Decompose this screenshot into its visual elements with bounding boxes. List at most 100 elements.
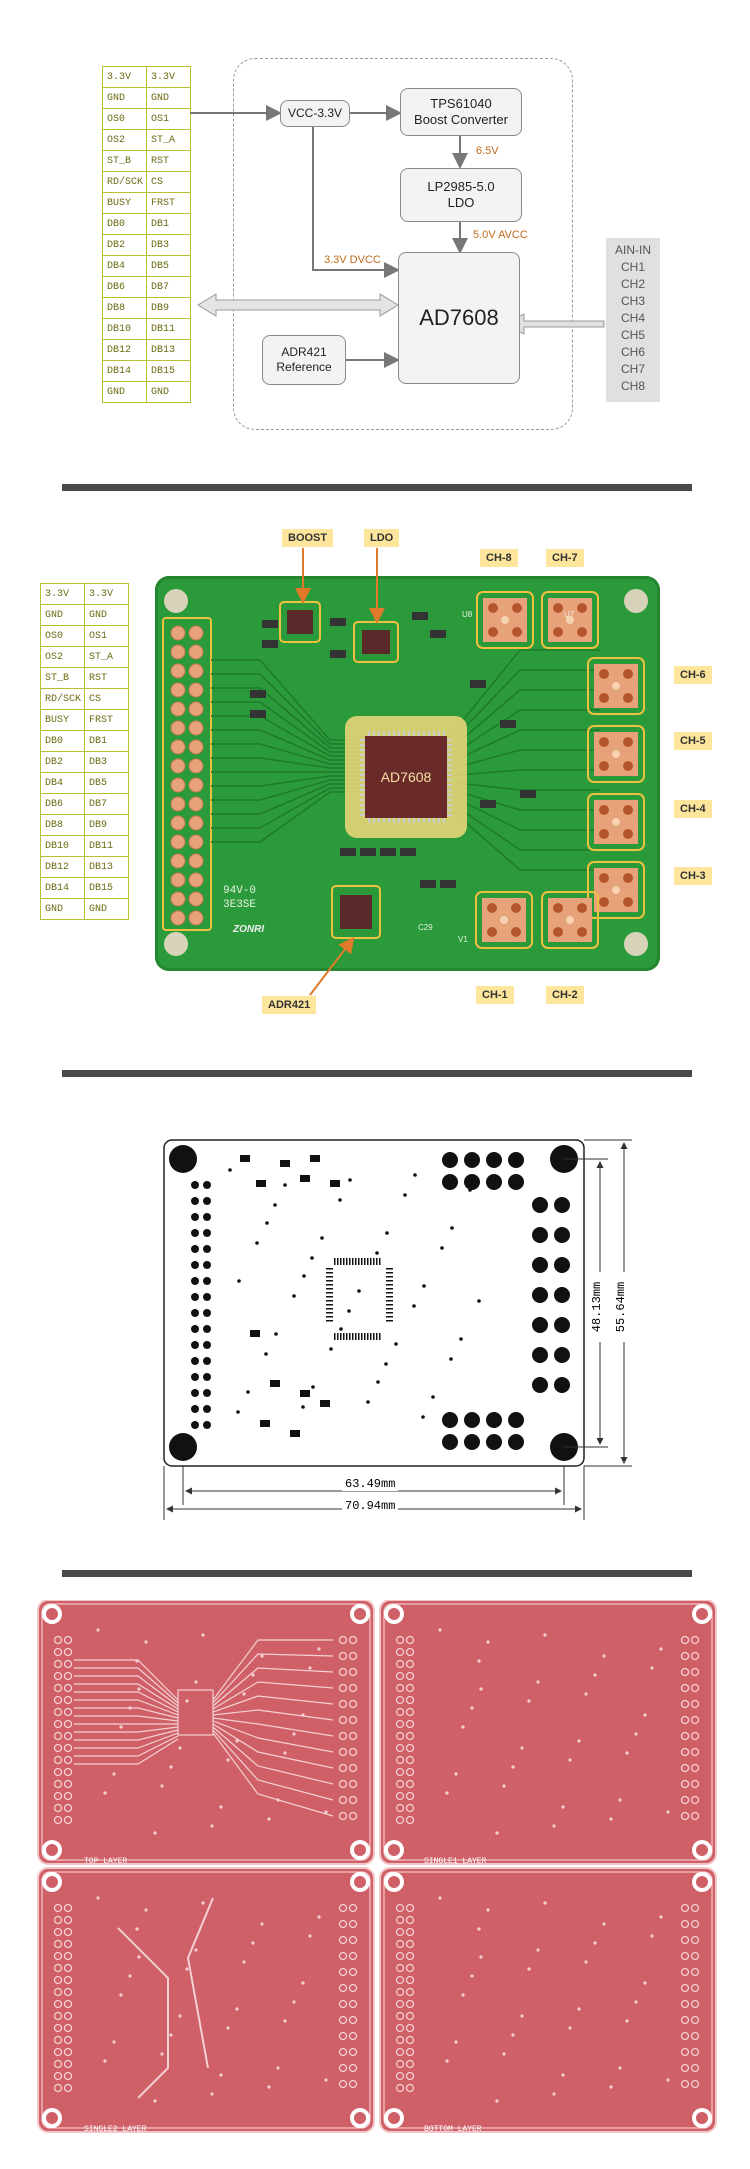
layer-pad bbox=[395, 1803, 405, 1813]
mech-pad bbox=[326, 1272, 333, 1274]
layer-label-bottom: BOTTOM LAYER bbox=[424, 2125, 482, 2134]
sma-center bbox=[501, 616, 509, 624]
layer-pad bbox=[63, 1671, 73, 1681]
mech-pad bbox=[376, 1258, 378, 1265]
layer-via bbox=[543, 1901, 547, 1905]
layer-via bbox=[103, 1791, 107, 1795]
layer-via bbox=[242, 1960, 246, 1964]
chip-pin bbox=[447, 799, 452, 801]
mech-pad bbox=[386, 1276, 393, 1278]
layer-via bbox=[666, 2078, 670, 2082]
layer-pad bbox=[690, 1635, 700, 1645]
sma-pin bbox=[511, 927, 521, 937]
sma-pin bbox=[599, 829, 609, 839]
mech-via bbox=[347, 1309, 351, 1313]
trace bbox=[211, 659, 365, 741]
header-pin bbox=[170, 815, 186, 831]
mech-sma bbox=[486, 1174, 502, 1190]
layer-via bbox=[251, 1941, 255, 1945]
mech-sma bbox=[464, 1152, 480, 1168]
label-adr421: ADR421 bbox=[262, 996, 317, 1014]
layer-pad bbox=[348, 2015, 358, 2025]
layer-hole-inner bbox=[354, 2112, 366, 2124]
layer-pad bbox=[690, 1683, 700, 1693]
chip-pin bbox=[360, 799, 365, 801]
label-ch6: CH-6 bbox=[674, 666, 712, 684]
layer-pad bbox=[53, 1915, 63, 1925]
layer-pad bbox=[53, 1659, 63, 1669]
mech-pad bbox=[326, 1320, 333, 1322]
sma-highlight bbox=[475, 891, 533, 949]
layer-label-top: TOP LAYER bbox=[84, 1857, 128, 1866]
mech-pad bbox=[326, 1288, 333, 1290]
chip-pin bbox=[447, 779, 452, 781]
layer-via bbox=[301, 1713, 305, 1717]
layer-via bbox=[527, 1967, 531, 1971]
mech-pad bbox=[280, 1160, 290, 1167]
mech-via bbox=[191, 1309, 199, 1317]
mech-via bbox=[449, 1357, 453, 1361]
layer-via bbox=[552, 2092, 556, 2096]
ad7608-label: AD7608 bbox=[419, 305, 499, 331]
layer-pad bbox=[63, 1695, 73, 1705]
layer-pad bbox=[53, 1903, 63, 1913]
layer-pad bbox=[395, 1975, 405, 1985]
chip-pin bbox=[360, 784, 365, 786]
mech-sma bbox=[554, 1377, 570, 1393]
sma-pin bbox=[553, 603, 563, 613]
layer-pad bbox=[53, 1635, 63, 1645]
trace bbox=[446, 799, 600, 851]
silk-u8: U8 bbox=[462, 610, 473, 619]
layer-pad bbox=[348, 1651, 358, 1661]
chip-pin bbox=[388, 818, 390, 823]
layer-pad bbox=[338, 1715, 348, 1725]
layer-edge bbox=[383, 1871, 713, 2129]
header-pin bbox=[170, 796, 186, 812]
layer-pad bbox=[690, 2063, 700, 2073]
layer-via bbox=[593, 1673, 597, 1677]
layer-via bbox=[242, 1692, 246, 1696]
layer-pad bbox=[395, 1963, 405, 1973]
layer-edge bbox=[41, 1603, 371, 1861]
layer-pad bbox=[348, 1667, 358, 1677]
layer-pad bbox=[53, 1707, 63, 1717]
layer-via bbox=[445, 2059, 449, 2063]
layer-via bbox=[634, 1732, 638, 1736]
header-pin bbox=[170, 910, 186, 926]
layer-pad bbox=[338, 1667, 348, 1677]
mech-via bbox=[310, 1256, 314, 1260]
layer-pad bbox=[690, 1919, 700, 1929]
dim-inner-width: 63.49mm bbox=[342, 1477, 399, 1491]
chip-pin bbox=[360, 789, 365, 791]
header-pin bbox=[188, 644, 204, 660]
ain-channel: CH2 bbox=[620, 277, 645, 291]
dim-outer-height: 55.64mm bbox=[614, 1272, 628, 1342]
sma-highlight bbox=[541, 891, 599, 949]
sma-center bbox=[566, 616, 574, 624]
mech-via bbox=[203, 1261, 211, 1269]
header-pin bbox=[188, 739, 204, 755]
chip-pin bbox=[360, 749, 365, 751]
layer-via bbox=[235, 1739, 239, 1743]
mech-pad bbox=[343, 1333, 345, 1340]
layer-hole-inner bbox=[354, 1844, 366, 1856]
layer-trace bbox=[74, 1699, 179, 1716]
layer-pad bbox=[680, 2079, 690, 2089]
layer-pad bbox=[348, 1699, 358, 1709]
layer-panel bbox=[379, 1867, 717, 2133]
silk-94v0: 94V-0 bbox=[223, 885, 257, 897]
layer-via bbox=[103, 2059, 107, 2063]
layer-via bbox=[169, 1765, 173, 1769]
layer-label-single2: SINGLE2 LAYER bbox=[84, 2125, 147, 2134]
layer-pad bbox=[405, 1731, 415, 1741]
chip-pin bbox=[447, 774, 452, 776]
chip-pin bbox=[408, 818, 410, 823]
layer-via bbox=[185, 1699, 189, 1703]
layer-pad bbox=[53, 1779, 63, 1789]
layer-trace bbox=[212, 1667, 334, 1707]
sma-pin bbox=[577, 603, 587, 613]
layer-pad bbox=[690, 2047, 700, 2057]
